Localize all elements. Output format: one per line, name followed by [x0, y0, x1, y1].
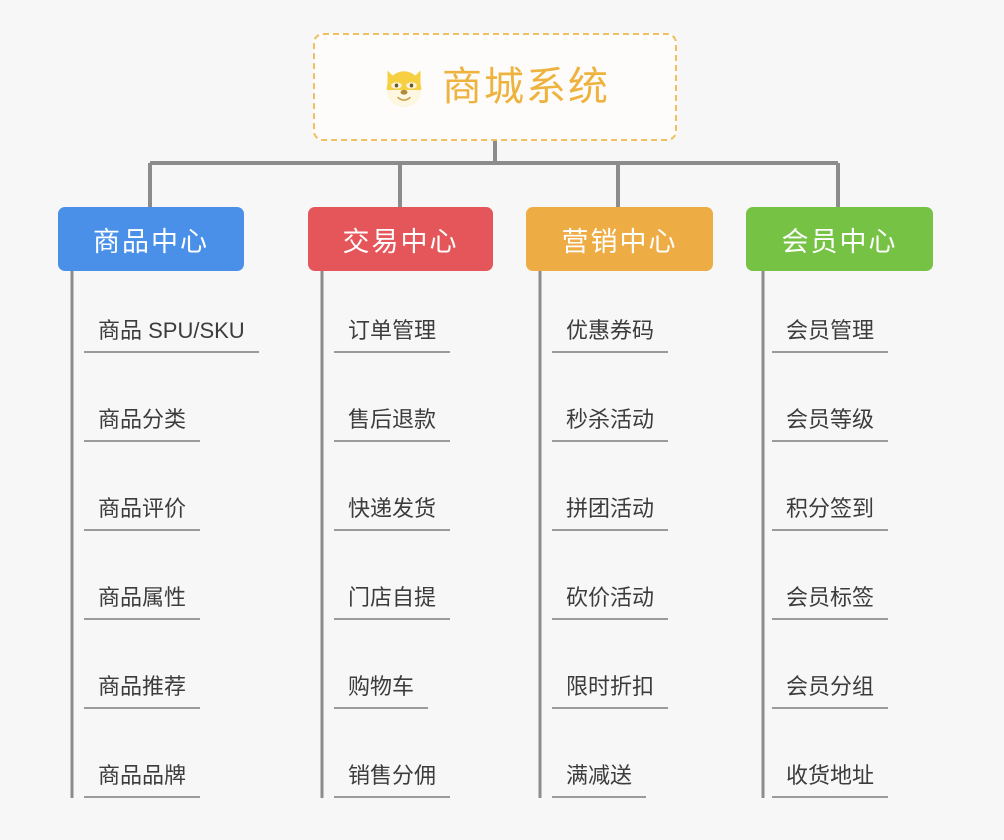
leaf-node[interactable]: 砍价活动: [526, 531, 713, 620]
leaf-label: 积分签到: [772, 496, 889, 531]
leaf-label: 会员分组: [772, 674, 889, 709]
leaf-node[interactable]: 限时折扣: [526, 620, 713, 709]
leaf-label: 砍价活动: [552, 585, 669, 620]
leaf-node[interactable]: 拼团活动: [526, 442, 713, 531]
leaf-list-product-center: 商品 SPU/SKU 商品分类商品评价商品属性商品推荐商品品牌: [58, 271, 259, 798]
shiba-dog-face-icon: [386, 70, 422, 108]
leaf-node[interactable]: 商品 SPU/SKU: [58, 271, 259, 353]
leaf-node[interactable]: 商品分类: [58, 353, 244, 442]
leaf-label: 会员标签: [772, 585, 889, 620]
leaf-label: 会员等级: [772, 407, 889, 442]
leaf-list-trade-center: 订单管理售后退款快递发货门店自提购物车销售分佣: [308, 271, 493, 798]
leaf-node[interactable]: 满减送: [526, 709, 713, 798]
leaf-node[interactable]: 商品推荐: [58, 620, 244, 709]
leaf-list-member-center: 会员管理会员等级积分签到会员标签会员分组收货地址: [746, 271, 933, 798]
leaf-label: 商品 SPU/SKU: [84, 318, 259, 353]
leaf-node[interactable]: 会员标签: [746, 531, 933, 620]
leaf-node[interactable]: 快递发货: [308, 442, 493, 531]
column-product-center: 商品中心商品 SPU/SKU 商品分类商品评价商品属性商品推荐商品品牌: [58, 207, 259, 798]
leaf-node[interactable]: 商品品牌: [58, 709, 244, 798]
leaf-node[interactable]: 会员等级: [746, 353, 933, 442]
leaf-label: 购物车: [334, 674, 429, 709]
leaf-node[interactable]: 购物车: [308, 620, 493, 709]
leaf-node[interactable]: 售后退款: [308, 353, 493, 442]
leaf-node[interactable]: 秒杀活动: [526, 353, 713, 442]
leaf-node[interactable]: 销售分佣: [308, 709, 493, 798]
leaf-node[interactable]: 商品属性: [58, 531, 244, 620]
leaf-label: 售后退款: [334, 407, 451, 442]
leaf-label: 商品品牌: [84, 763, 201, 798]
leaf-label: 满减送: [552, 763, 647, 798]
leaf-node[interactable]: 收货地址: [746, 709, 933, 798]
leaf-label: 拼团活动: [552, 496, 669, 531]
leaf-label: 收货地址: [772, 763, 889, 798]
leaf-label: 优惠券码: [552, 318, 669, 353]
root-node[interactable]: 商城系统: [313, 33, 677, 141]
category-node-trade-center[interactable]: 交易中心: [308, 207, 493, 271]
leaf-label: 限时折扣: [552, 674, 669, 709]
leaf-label: 销售分佣: [334, 763, 451, 798]
leaf-label: 商品评价: [84, 496, 201, 531]
column-member-center: 会员中心会员管理会员等级积分签到会员标签会员分组收货地址: [746, 207, 933, 798]
leaf-label: 秒杀活动: [552, 407, 669, 442]
leaf-label: 商品属性: [84, 585, 201, 620]
column-marketing-center: 营销中心优惠券码秒杀活动拼团活动砍价活动限时折扣满减送: [526, 207, 713, 798]
leaf-label: 订单管理: [334, 318, 451, 353]
leaf-label: 商品推荐: [84, 674, 201, 709]
leaf-node[interactable]: 会员管理: [746, 271, 933, 353]
category-node-marketing-center[interactable]: 营销中心: [526, 207, 713, 271]
leaf-node[interactable]: 订单管理: [308, 271, 493, 353]
root-title: 商城系统: [442, 65, 610, 109]
leaf-node[interactable]: 门店自提: [308, 531, 493, 620]
category-node-product-center[interactable]: 商品中心: [58, 207, 244, 271]
leaf-node[interactable]: 会员分组: [746, 620, 933, 709]
leaf-label: 门店自提: [334, 585, 451, 620]
leaf-label: 会员管理: [772, 318, 889, 353]
category-node-member-center[interactable]: 会员中心: [746, 207, 933, 271]
leaf-list-marketing-center: 优惠券码秒杀活动拼团活动砍价活动限时折扣满减送: [526, 271, 713, 798]
leaf-label: 商品分类: [84, 407, 201, 442]
leaf-label: 快递发货: [334, 496, 451, 531]
leaf-node[interactable]: 积分签到: [746, 442, 933, 531]
leaf-node[interactable]: 优惠券码: [526, 271, 713, 353]
column-trade-center: 交易中心订单管理售后退款快递发货门店自提购物车销售分佣: [308, 207, 493, 798]
leaf-node[interactable]: 商品评价: [58, 442, 244, 531]
